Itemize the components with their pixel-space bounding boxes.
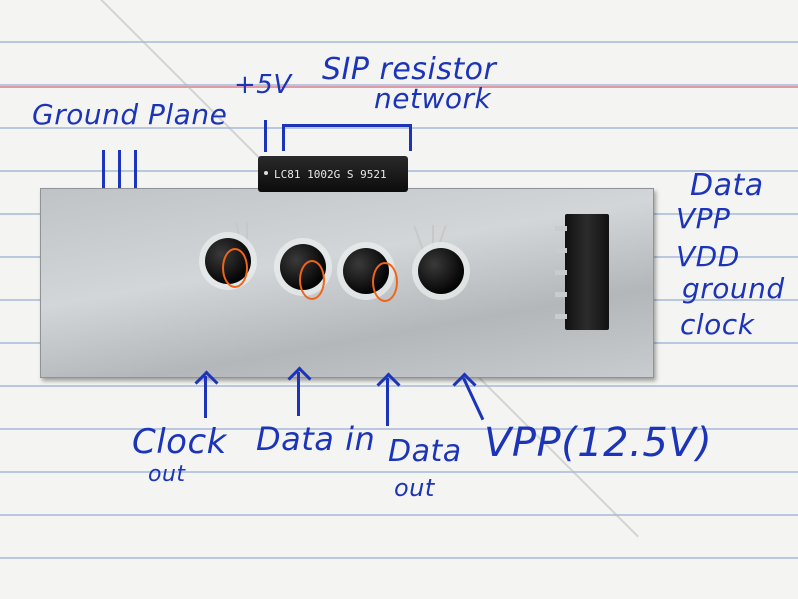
arrow-clock-out bbox=[204, 376, 207, 418]
label-data: Data bbox=[690, 168, 764, 203]
sip-marking: LC81 1002G S 9521 bbox=[274, 167, 387, 181]
label-sip-line2: network bbox=[374, 82, 492, 115]
label-sip-line1: SIP resistor bbox=[322, 52, 497, 87]
arrow-plus5v bbox=[264, 120, 267, 152]
header-pin bbox=[555, 226, 567, 231]
header-pin bbox=[555, 248, 567, 253]
label-ground: ground bbox=[682, 272, 785, 305]
label-clock-out-line2: out bbox=[148, 462, 186, 487]
pin1-dot bbox=[264, 171, 268, 175]
label-data-in: Data in bbox=[256, 420, 376, 458]
label-clock: clock bbox=[680, 308, 755, 341]
programming-header-connector bbox=[555, 214, 609, 330]
arrow-ground-plane bbox=[118, 150, 121, 188]
transistor-vpp bbox=[418, 248, 464, 294]
header-pin bbox=[555, 314, 567, 319]
transistor-leg bbox=[246, 222, 248, 252]
highlight-ring bbox=[222, 248, 248, 288]
label-vdd: VDD bbox=[676, 240, 740, 273]
transistor-leg bbox=[432, 225, 434, 253]
highlight-ring bbox=[299, 260, 325, 300]
label-vpp-125: VPP(12.5V) bbox=[484, 420, 713, 466]
label-clock-out-line1: Clock bbox=[132, 422, 227, 462]
label-data-out-line2: out bbox=[394, 474, 435, 502]
sip-resistor-network: LC81 1002G S 9521 bbox=[258, 156, 408, 192]
arrow-ground-plane bbox=[102, 150, 105, 188]
label-plus5v: +5V bbox=[234, 70, 292, 100]
label-data-out-line1: Data bbox=[388, 434, 462, 469]
header-pin bbox=[555, 270, 567, 275]
highlight-ring bbox=[372, 262, 398, 302]
label-vpp: VPP bbox=[676, 202, 731, 235]
header-pin bbox=[555, 292, 567, 297]
arrow-data-in bbox=[297, 372, 300, 416]
arrow-data-out bbox=[386, 378, 389, 426]
red-margin-line bbox=[0, 86, 798, 88]
sip-bracket bbox=[282, 124, 412, 151]
arrow-ground-plane bbox=[134, 150, 137, 188]
label-ground-plane: Ground Plane bbox=[32, 98, 228, 131]
